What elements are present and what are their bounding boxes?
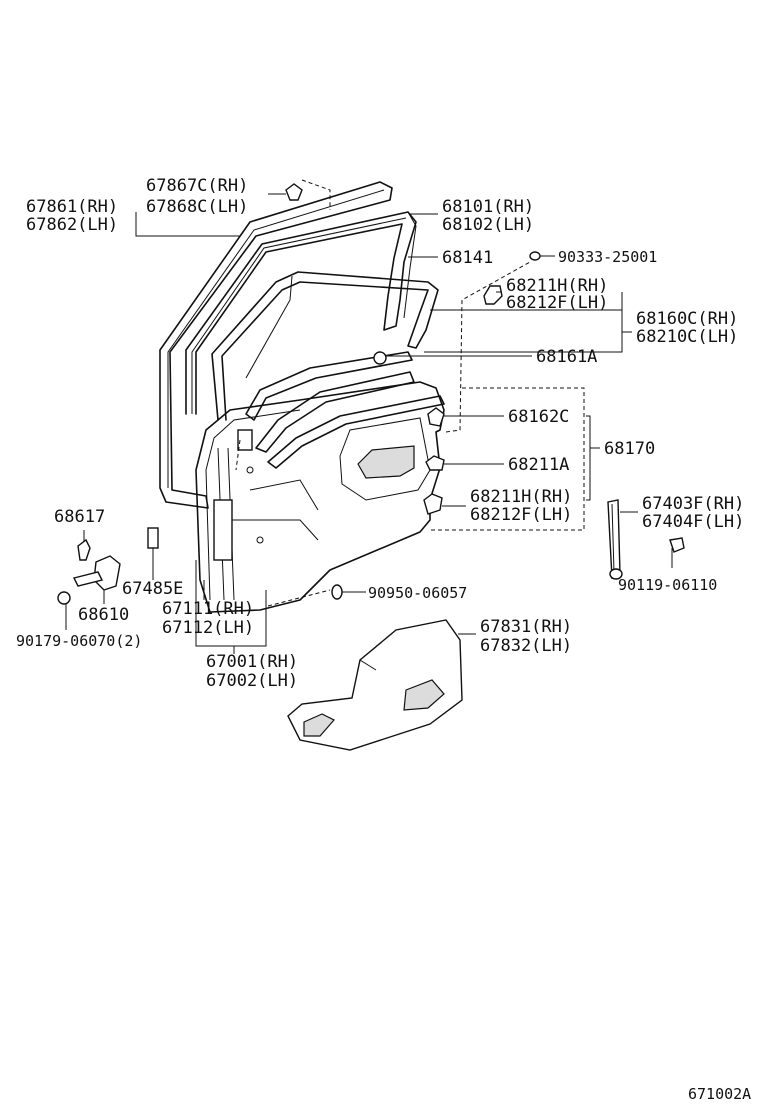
label-90950: 90950-06057 [368,584,467,602]
label-68617: 68617 [54,507,105,527]
clip-68161a [373,351,387,365]
label-67831: 67831(RH) [480,617,572,637]
label-68610: 68610 [78,605,129,625]
run-channel-67403f [607,499,685,580]
part-labels: 67867C(RH) 67868C(LH) 67861(RH) 67862(LH… [16,176,751,1103]
stopper-67485e [147,527,159,549]
pin-68617 [77,538,91,561]
label-67862: 67862(LH) [26,215,118,235]
bumper-90950 [331,584,343,600]
bolt-90333 [529,251,541,261]
door-trim-board [287,619,463,751]
clip-68211h-top [483,285,503,305]
label-67485e: 67485E [122,579,183,599]
guide-lines [235,179,585,607]
diagram-id: 671002A [688,1085,751,1103]
label-90179: 90179-06070(2) [16,632,142,650]
label-68212f-bottom: 68212F(LH) [470,505,572,525]
door-weatherstrip [159,181,393,509]
label-68211a: 68211A [508,455,569,475]
label-68162c: 68162C [508,407,569,427]
label-67404f: 67404F(LH) [642,512,744,532]
label-67111: 67111(RH) [162,599,254,619]
label-67868c: 67868C(LH) [146,197,248,217]
label-68161a: 68161A [536,347,597,367]
clip-68162c [427,407,445,427]
label-68211h-top: 68211H(RH) [506,276,608,296]
label-68160c: 68160C(RH) [636,309,738,329]
label-67861: 67861(RH) [26,197,118,217]
label-68170: 68170 [604,439,655,459]
label-68210c: 68210C(LH) [636,327,738,347]
label-67001: 67001(RH) [206,652,298,672]
label-68212f-top: 68212F(LH) [506,293,608,313]
label-67002: 67002(LH) [206,671,298,691]
window-frame [185,211,417,415]
label-67112: 67112(LH) [162,618,254,638]
clip-68211a [425,455,445,471]
label-67403f: 67403F(RH) [642,494,744,514]
label-67832: 67832(LH) [480,636,572,656]
glass-run [211,271,439,421]
label-90119: 90119-06110 [618,576,717,594]
label-68141: 68141 [442,248,493,268]
clip-67867c [285,183,303,201]
belt-moulding-outer [267,395,445,469]
label-67867c: 67867C(RH) [146,176,248,196]
label-68102: 68102(LH) [442,215,534,235]
label-68211h-bottom: 68211H(RH) [470,487,572,507]
door-check-68610 [57,555,121,605]
label-68101: 68101(RH) [442,197,534,217]
belt-moulding-inner [245,351,415,453]
label-90333: 90333-25001 [558,248,657,266]
clip-68211h-bottom [423,493,443,515]
door-shell [195,381,445,613]
leader-lines [65,193,673,654]
